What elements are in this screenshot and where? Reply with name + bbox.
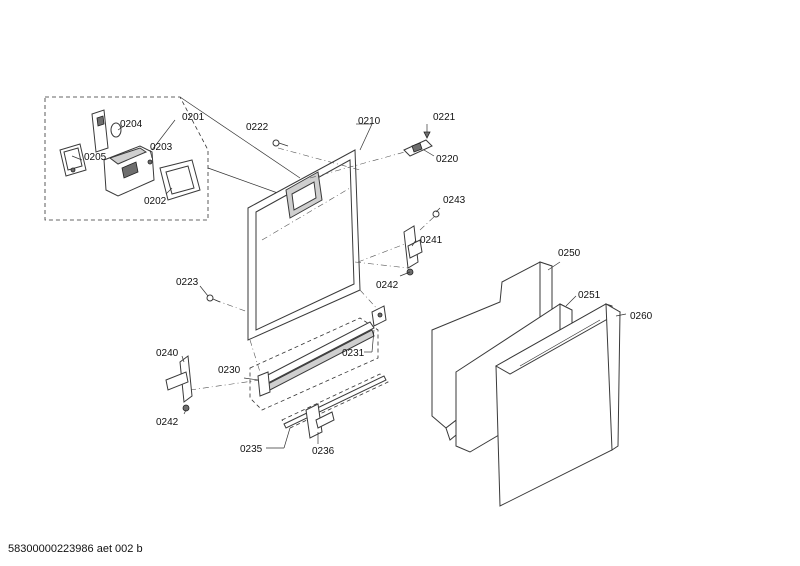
label-0243: 0243	[443, 195, 466, 206]
part-0243-screw[interactable]	[432, 210, 440, 218]
label-0204: 0204	[120, 119, 143, 130]
part-0222-screw[interactable]	[272, 139, 289, 147]
label-0236: 0236	[312, 446, 335, 457]
part-0235-trim[interactable]	[281, 373, 389, 429]
label-0251: 0251	[578, 290, 601, 301]
label-0203: 0203	[150, 142, 173, 153]
part-0242-nut-left[interactable]	[182, 404, 190, 412]
label-0235: 0235	[240, 444, 263, 455]
part-0241-hinge[interactable]	[403, 225, 423, 269]
label-0242-left: 0242	[156, 417, 179, 428]
document-id-footer: 58300000223986 aet 002 b	[8, 543, 143, 555]
part-0240-hinge[interactable]	[165, 355, 193, 403]
label-0242-right: 0242	[376, 280, 399, 291]
label-0241: 0241	[420, 235, 443, 246]
part-0205-seal[interactable]	[59, 143, 87, 177]
part-0210-inner-door[interactable]	[247, 149, 361, 341]
leader-lines	[71, 119, 627, 449]
label-0250: 0250	[558, 248, 581, 259]
label-0205: 0205	[84, 152, 107, 163]
label-0223: 0223	[176, 277, 199, 288]
part-dosing-unit-body[interactable]	[103, 145, 155, 197]
part-0223-screw[interactable]	[206, 294, 221, 303]
label-0260: 0260	[630, 311, 653, 322]
label-0230: 0230	[218, 365, 241, 376]
part-labels: 0201 0204 0203 0205 0202 0222 0210 0221 …	[84, 112, 653, 457]
label-0240: 0240	[156, 348, 179, 359]
assembly-lines	[189, 147, 437, 391]
label-0201: 0201	[182, 112, 205, 123]
label-0222: 0222	[246, 122, 269, 133]
label-0210: 0210	[358, 116, 381, 127]
label-0231: 0231	[342, 348, 365, 359]
part-0236-bracket[interactable]	[305, 403, 335, 439]
label-0221: 0221	[433, 112, 456, 123]
part-0260-front-door[interactable]	[494, 303, 622, 507]
label-0202: 0202	[144, 196, 167, 207]
part-0204-lever[interactable]	[91, 109, 122, 153]
part-0220-latch[interactable]	[403, 124, 433, 157]
label-0220: 0220	[436, 154, 459, 165]
detail-inset	[44, 96, 301, 221]
part-0230-rail[interactable]	[249, 317, 379, 411]
part-0231-bracket[interactable]	[371, 305, 387, 327]
